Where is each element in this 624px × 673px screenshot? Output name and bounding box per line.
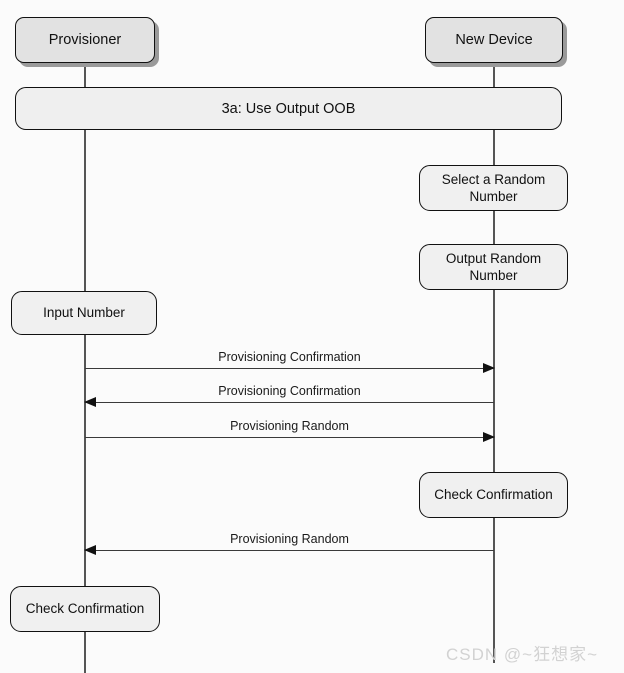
activity-output-random-number-label: Output Random Number [445, 250, 542, 283]
activity-select-a-random-number-label: Select a Random Number [441, 171, 546, 204]
activity-output-random-number[interactable]: Output Random Number [419, 244, 568, 290]
activity-input-number-label: Input Number [43, 305, 125, 321]
activity-input-number[interactable]: Input Number [11, 291, 157, 335]
activity-check-confirmation-device-label: Check Confirmation [434, 487, 553, 503]
activity-check-confirmation-provisioner-label: Check Confirmation [25, 601, 145, 617]
activity-check-confirmation-device[interactable]: Check Confirmation [419, 472, 568, 518]
activity-select-a-random-number[interactable]: Select a Random Number [419, 165, 568, 211]
arrowhead-right-icon [483, 431, 495, 442]
actor-provisioner[interactable]: Provisioner [15, 17, 155, 63]
actor-new-device-label: New Device [455, 31, 533, 48]
message-line [85, 437, 494, 438]
arrowhead-left-icon [84, 396, 96, 407]
message-provisioning-confirmation-2-label: Provisioning Confirmation [218, 384, 361, 398]
fragment-use-output-oob-label: 3a: Use Output OOB [221, 100, 356, 117]
actor-new-device[interactable]: New Device [425, 17, 563, 63]
fragment-use-output-oob[interactable]: 3a: Use Output OOB [15, 87, 562, 130]
message-line [85, 402, 494, 403]
arrowhead-right-icon [483, 362, 495, 373]
message-line [85, 550, 494, 551]
actor-provisioner-label: Provisioner [48, 31, 122, 48]
message-provisioning-random-2-label: Provisioning Random [230, 532, 349, 546]
message-provisioning-confirmation-1-label: Provisioning Confirmation [218, 350, 361, 364]
message-line [85, 368, 494, 369]
watermark: CSDN @~狂想家~ [446, 645, 599, 664]
arrowhead-left-icon [84, 544, 96, 555]
message-provisioning-random-1-label: Provisioning Random [230, 419, 349, 433]
lifeline-provisioner [84, 62, 86, 673]
activity-check-confirmation-provisioner[interactable]: Check Confirmation [10, 586, 160, 632]
